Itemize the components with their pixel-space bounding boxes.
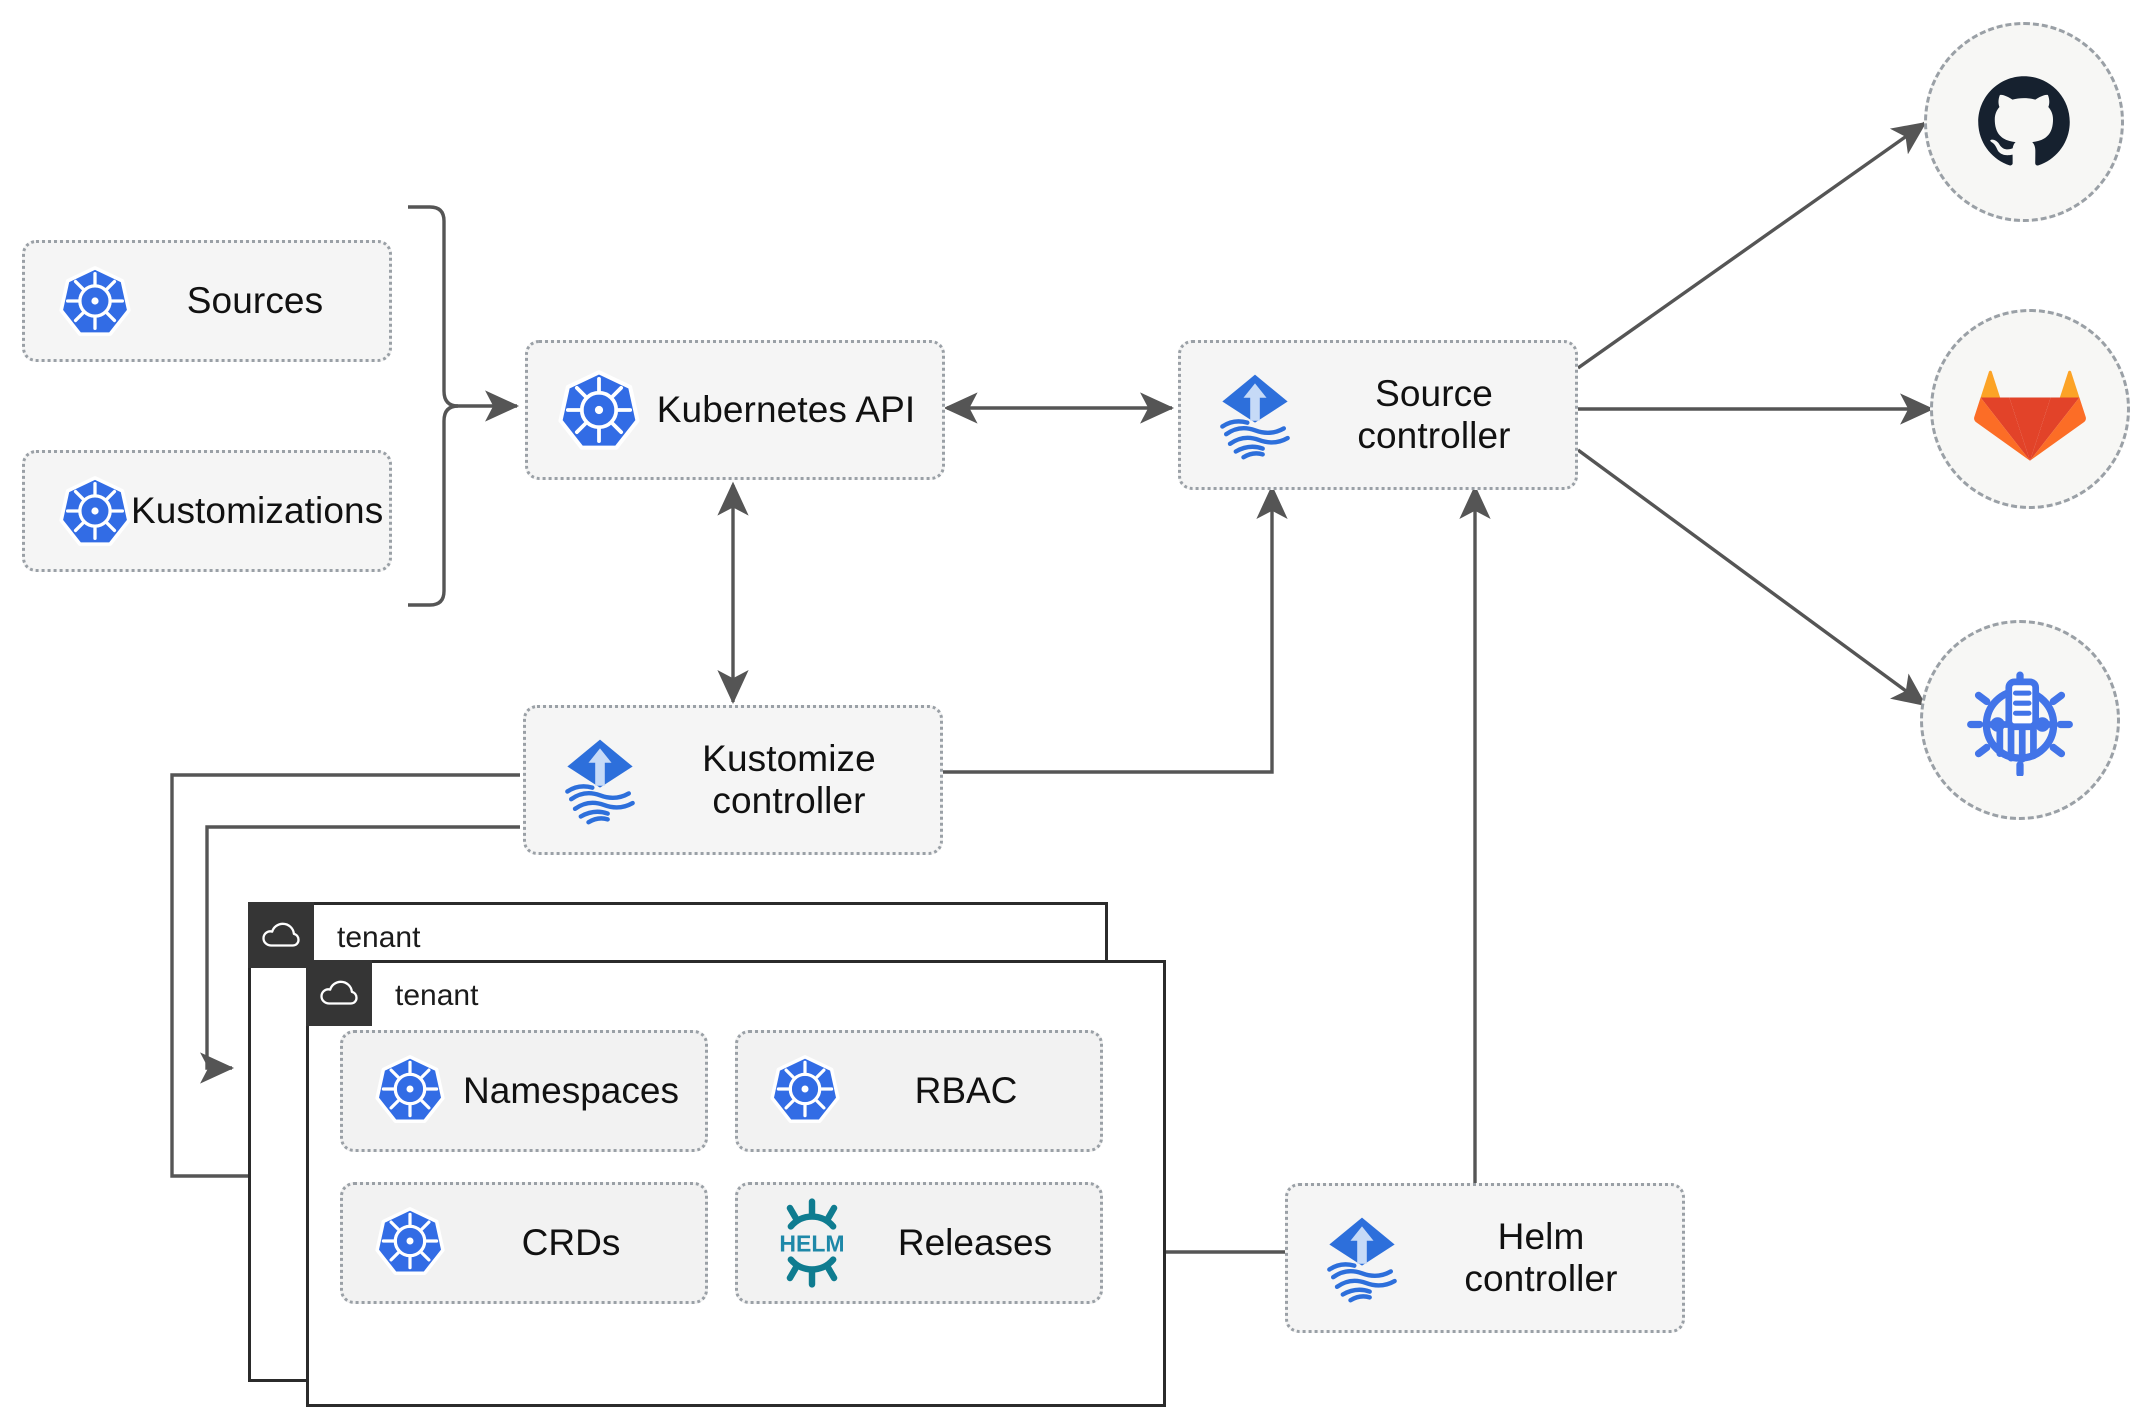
cloud-glyph: [320, 980, 358, 1005]
edge-source-to-github: [1577, 121, 1927, 370]
tenant-label-inner: tenant: [395, 979, 479, 1012]
flux-glyph: [1220, 374, 1290, 460]
flux-icon: [1207, 367, 1303, 463]
helm-wordmark: HELM: [779, 1230, 844, 1256]
edge-source-to-bucket: [1576, 448, 1927, 707]
helm-icon: HELM: [766, 1197, 858, 1289]
kubernetes-icon: [375, 1206, 445, 1281]
flux-icon: [1314, 1210, 1410, 1306]
node-kustomize-controller[interactable]: Kustomize controller: [523, 705, 943, 855]
github-icon: [1978, 76, 2070, 166]
edge-kustomize-to-source: [941, 484, 1288, 774]
kubernetes-icon: [558, 369, 640, 451]
cloud-icon: [306, 960, 372, 1026]
provider-github[interactable]: [1924, 22, 2124, 222]
gitlab-icon: [1974, 370, 2086, 461]
node-helm-controller[interactable]: Helm controller: [1285, 1183, 1685, 1333]
kubernetes-icon: [59, 475, 131, 547]
kubernetes-icon: [375, 1054, 445, 1129]
kubernetes-glyph: [375, 1054, 445, 1123]
kubernetes-glyph: [59, 476, 131, 546]
kubernetes-icon: [770, 1054, 840, 1129]
provider-bucket[interactable]: [1920, 620, 2120, 820]
kubernetes-glyph: [770, 1054, 840, 1123]
kubernetes-icon: [59, 265, 131, 337]
node-label: Kustomizations: [131, 489, 384, 531]
node-kubernetes-api[interactable]: Kubernetes API: [525, 340, 945, 480]
cloud-glyph: [262, 922, 300, 947]
kubernetes-glyph: [558, 370, 640, 450]
tenant-resource-releases[interactable]: HELM Releases: [735, 1182, 1103, 1304]
node-label: Source controller: [1357, 372, 1511, 456]
tenant-resource-namespaces[interactable]: Namespaces: [340, 1030, 708, 1152]
flux-glyph: [565, 739, 635, 825]
node-label: Sources: [186, 279, 324, 321]
helm-glyph: HELM: [779, 1198, 845, 1288]
flux-glyph: [1327, 1217, 1397, 1303]
flux-icon: [552, 732, 648, 828]
bucket-icon: [1967, 671, 2073, 776]
tenant-resource-label: Releases: [897, 1222, 1053, 1263]
provider-gitlab[interactable]: [1930, 309, 2130, 509]
tenant-resource-crds[interactable]: CRDs: [340, 1182, 708, 1304]
tenant-resource-label: RBAC: [914, 1070, 1018, 1111]
kubernetes-glyph: [375, 1206, 445, 1275]
node-label: Helm controller: [1464, 1215, 1618, 1299]
node-label: Kubernetes API: [656, 388, 916, 430]
node-kustomizations[interactable]: Kustomizations: [22, 450, 392, 572]
node-source-controller[interactable]: Source controller: [1178, 340, 1578, 490]
tenant-resource-rbac[interactable]: RBAC: [735, 1030, 1103, 1152]
cloud-icon: [248, 902, 314, 968]
tenant-resource-label: CRDs: [521, 1222, 621, 1263]
group-bracket: [408, 205, 459, 607]
node-label: Kustomize controller: [702, 737, 876, 821]
tenant-resource-label: Namespaces: [463, 1070, 679, 1111]
kubernetes-glyph: [59, 266, 131, 336]
node-sources[interactable]: Sources: [22, 240, 392, 362]
